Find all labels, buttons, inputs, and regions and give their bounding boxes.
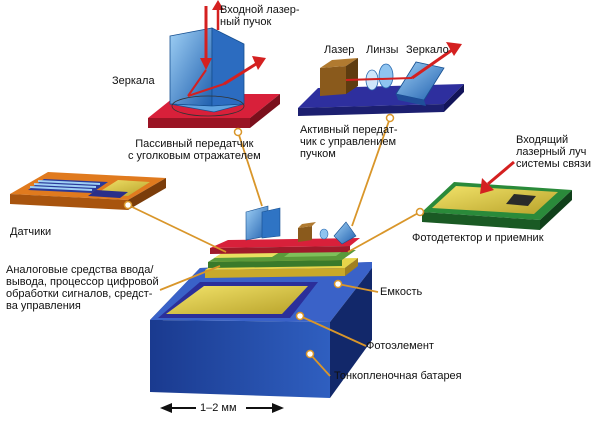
electronics-stack bbox=[208, 238, 360, 268]
label-battery: Тонкопленочная батарея bbox=[334, 370, 462, 382]
label-analog: Аналоговые средства ввода/ вывода, проце… bbox=[6, 264, 159, 312]
solar-cell bbox=[158, 282, 318, 318]
stack-components bbox=[245, 205, 357, 245]
label-lenses: Линзы bbox=[366, 44, 399, 56]
label-passive-transmitter: Пассивный передатчик с уголковым отражат… bbox=[128, 138, 261, 162]
active-transmitter bbox=[298, 58, 464, 116]
label-mirrors: Зеркала bbox=[112, 75, 155, 87]
photodetector-plate bbox=[422, 182, 572, 230]
incoming-beam bbox=[480, 160, 515, 194]
label-sensors: Датчики bbox=[10, 226, 52, 238]
label-laser: Лазер bbox=[324, 44, 355, 56]
label-scale: 1–2 мм bbox=[200, 402, 237, 414]
active-beam bbox=[345, 42, 462, 81]
scale-arrow bbox=[160, 400, 284, 416]
label-active-transmitter: Активный передат- чик с управлением пучк… bbox=[300, 124, 398, 160]
label-capacitor: Емкость bbox=[380, 286, 423, 298]
passive-beams bbox=[187, 0, 266, 97]
label-mirror: Зеркало bbox=[406, 44, 449, 56]
leader-dots bbox=[123, 113, 425, 359]
passive-transmitter bbox=[148, 27, 280, 128]
label-photodetector: Фотодетектор и приемник bbox=[412, 232, 544, 244]
sensors-plate bbox=[10, 172, 166, 210]
label-incoming-beam: Входящий лазерный луч системы связи bbox=[516, 134, 592, 170]
label-solar-cell: Фотоэлемент bbox=[366, 340, 434, 352]
label-input-beam: Входной лазер- ный пучок bbox=[220, 4, 300, 28]
leader-lines bbox=[127, 117, 421, 377]
